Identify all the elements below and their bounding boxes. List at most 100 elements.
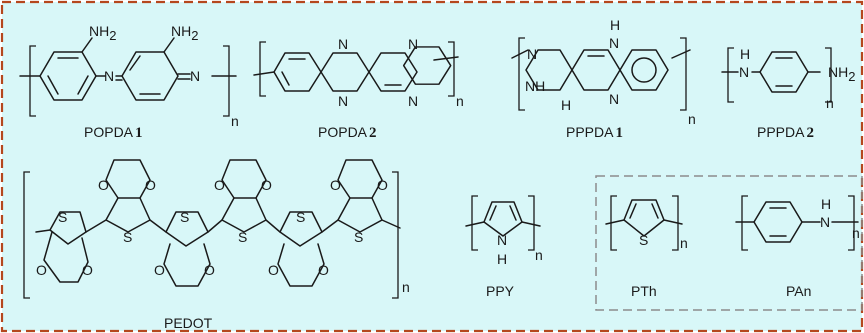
pedot-dioxane-ring: [105, 159, 151, 199]
popda2-repeat-n: n: [456, 93, 464, 109]
popda2-end-bond-left: [253, 71, 275, 76]
pan-bracket-left: [741, 195, 748, 251]
pedot-unit: S O O: [98, 159, 156, 245]
ppy-end-bond-left: [465, 221, 485, 227]
pth-thiophene-ring: [623, 199, 665, 237]
pedot-o-label: O: [145, 177, 156, 193]
pedot-s-label: S: [296, 209, 305, 225]
pan-label: PAn: [786, 283, 811, 299]
pth-s-label: S: [639, 232, 648, 248]
pth-end-bond-right: [663, 219, 683, 225]
pth-end-bond-left: [605, 219, 625, 225]
pedot-dioxane-ring: [337, 159, 383, 199]
popda2-n-label: N: [338, 36, 348, 52]
popda1-n-label: N: [190, 68, 200, 84]
pedot-link-bond: [321, 219, 339, 233]
pedot-s-label: S: [180, 209, 189, 225]
pedot-o-label: O: [36, 262, 47, 278]
pppda2-bracket-right: [825, 47, 832, 103]
pppda1-repeat-n: n: [688, 111, 696, 127]
popda1-quinoid-ring: [121, 51, 179, 101]
pedot-unit: S O O: [268, 209, 329, 287]
popda2-ring-3: [368, 52, 418, 92]
pppda2-nh-label: N: [739, 64, 749, 80]
pth-double-bond: [651, 203, 659, 219]
pppda1-end-bond-right: [671, 49, 691, 59]
popda1-double-bond: [47, 75, 59, 95]
pppda2-h-label: H: [740, 46, 750, 62]
pan-repeat-n: n: [852, 225, 860, 241]
ppy-n-label: N: [497, 232, 507, 248]
pedot-label: PEDOT: [164, 315, 213, 331]
ppy-double-bond: [509, 205, 517, 221]
structure-pan: N H n PAn: [735, 195, 860, 299]
popda2-n-label: N: [338, 93, 348, 109]
popda1-n-label: N: [104, 68, 114, 84]
pedot-link-bond: [149, 219, 167, 233]
ppy-end-bond-right: [521, 221, 541, 227]
pppda1-bracket-right: [680, 37, 687, 111]
popda1-nh2-label: NH2: [89, 23, 116, 43]
ppy-double-bond: [489, 205, 497, 221]
pedot-o-label: O: [214, 177, 225, 193]
pedot-thiophene-ring: [279, 211, 323, 247]
pppda1-h-label: H: [561, 97, 571, 113]
popda1-nh2-bond: [163, 37, 175, 53]
popda1-bracket-left: [29, 45, 36, 117]
pedot-dioxane-ring: [43, 231, 89, 283]
pppda2-bracket-left: [727, 47, 734, 103]
pedot-o-label: O: [154, 262, 165, 278]
popda1-nh2-label: NH2: [171, 23, 198, 43]
pedot-unit: S O O: [214, 159, 272, 245]
popda1-double-bond: [129, 55, 141, 71]
pan-bracket-right: [848, 195, 855, 251]
pedot-o-label: O: [261, 177, 272, 193]
pedot-link-bond: [85, 219, 107, 233]
inner-dashed-box: [595, 175, 863, 311]
popda2-n-label: N: [408, 93, 418, 109]
structure-pedot: n S O O S O O S O O: [23, 159, 410, 331]
pppda2-repeat-n: n: [826, 95, 834, 111]
popda2-pyrazine-ring: [402, 46, 452, 85]
popda1-repeat-n: n: [231, 113, 239, 129]
pedot-thiophene-ring: [221, 197, 267, 233]
pedot-s-label: S: [354, 229, 363, 245]
pedot-o-label: O: [268, 262, 279, 278]
pedot-thiophene-ring: [337, 197, 383, 233]
pth-label: PTh: [631, 283, 657, 299]
pan-h-label: H: [821, 196, 831, 212]
pppda1-aromatic-circle: [631, 57, 657, 83]
pppda1-h-label: H: [610, 17, 620, 33]
pedot-bracket-left: [23, 171, 30, 299]
pedot-end-bond: [35, 229, 51, 233]
pedot-o-label: O: [98, 177, 109, 193]
pedot-unit: S O O: [154, 209, 215, 287]
pedot-thiophene-ring: [105, 197, 151, 233]
popda2-bracket-left: [259, 41, 266, 97]
pedot-unit: S O O: [330, 159, 401, 245]
pedot-s-label: S: [123, 229, 132, 245]
pppda1-n-label: N: [527, 46, 537, 62]
structure-ppy: N H n PPY: [465, 195, 543, 299]
pppda2-nh2-label: NH2: [828, 64, 855, 84]
popda1-bracket-right: [223, 45, 230, 117]
pedot-thiophene-ring: [165, 211, 209, 247]
pedot-dioxane-ring: [163, 243, 211, 287]
pppda1-nh-label: NH: [525, 78, 545, 94]
pedot-repeat-n: n: [402, 279, 410, 295]
pedot-o-label: O: [330, 177, 341, 193]
pedot-thiophene-ring: [49, 211, 87, 245]
pppda1-n-label: N: [609, 35, 619, 51]
popda1-nh2-bond: [81, 37, 93, 53]
